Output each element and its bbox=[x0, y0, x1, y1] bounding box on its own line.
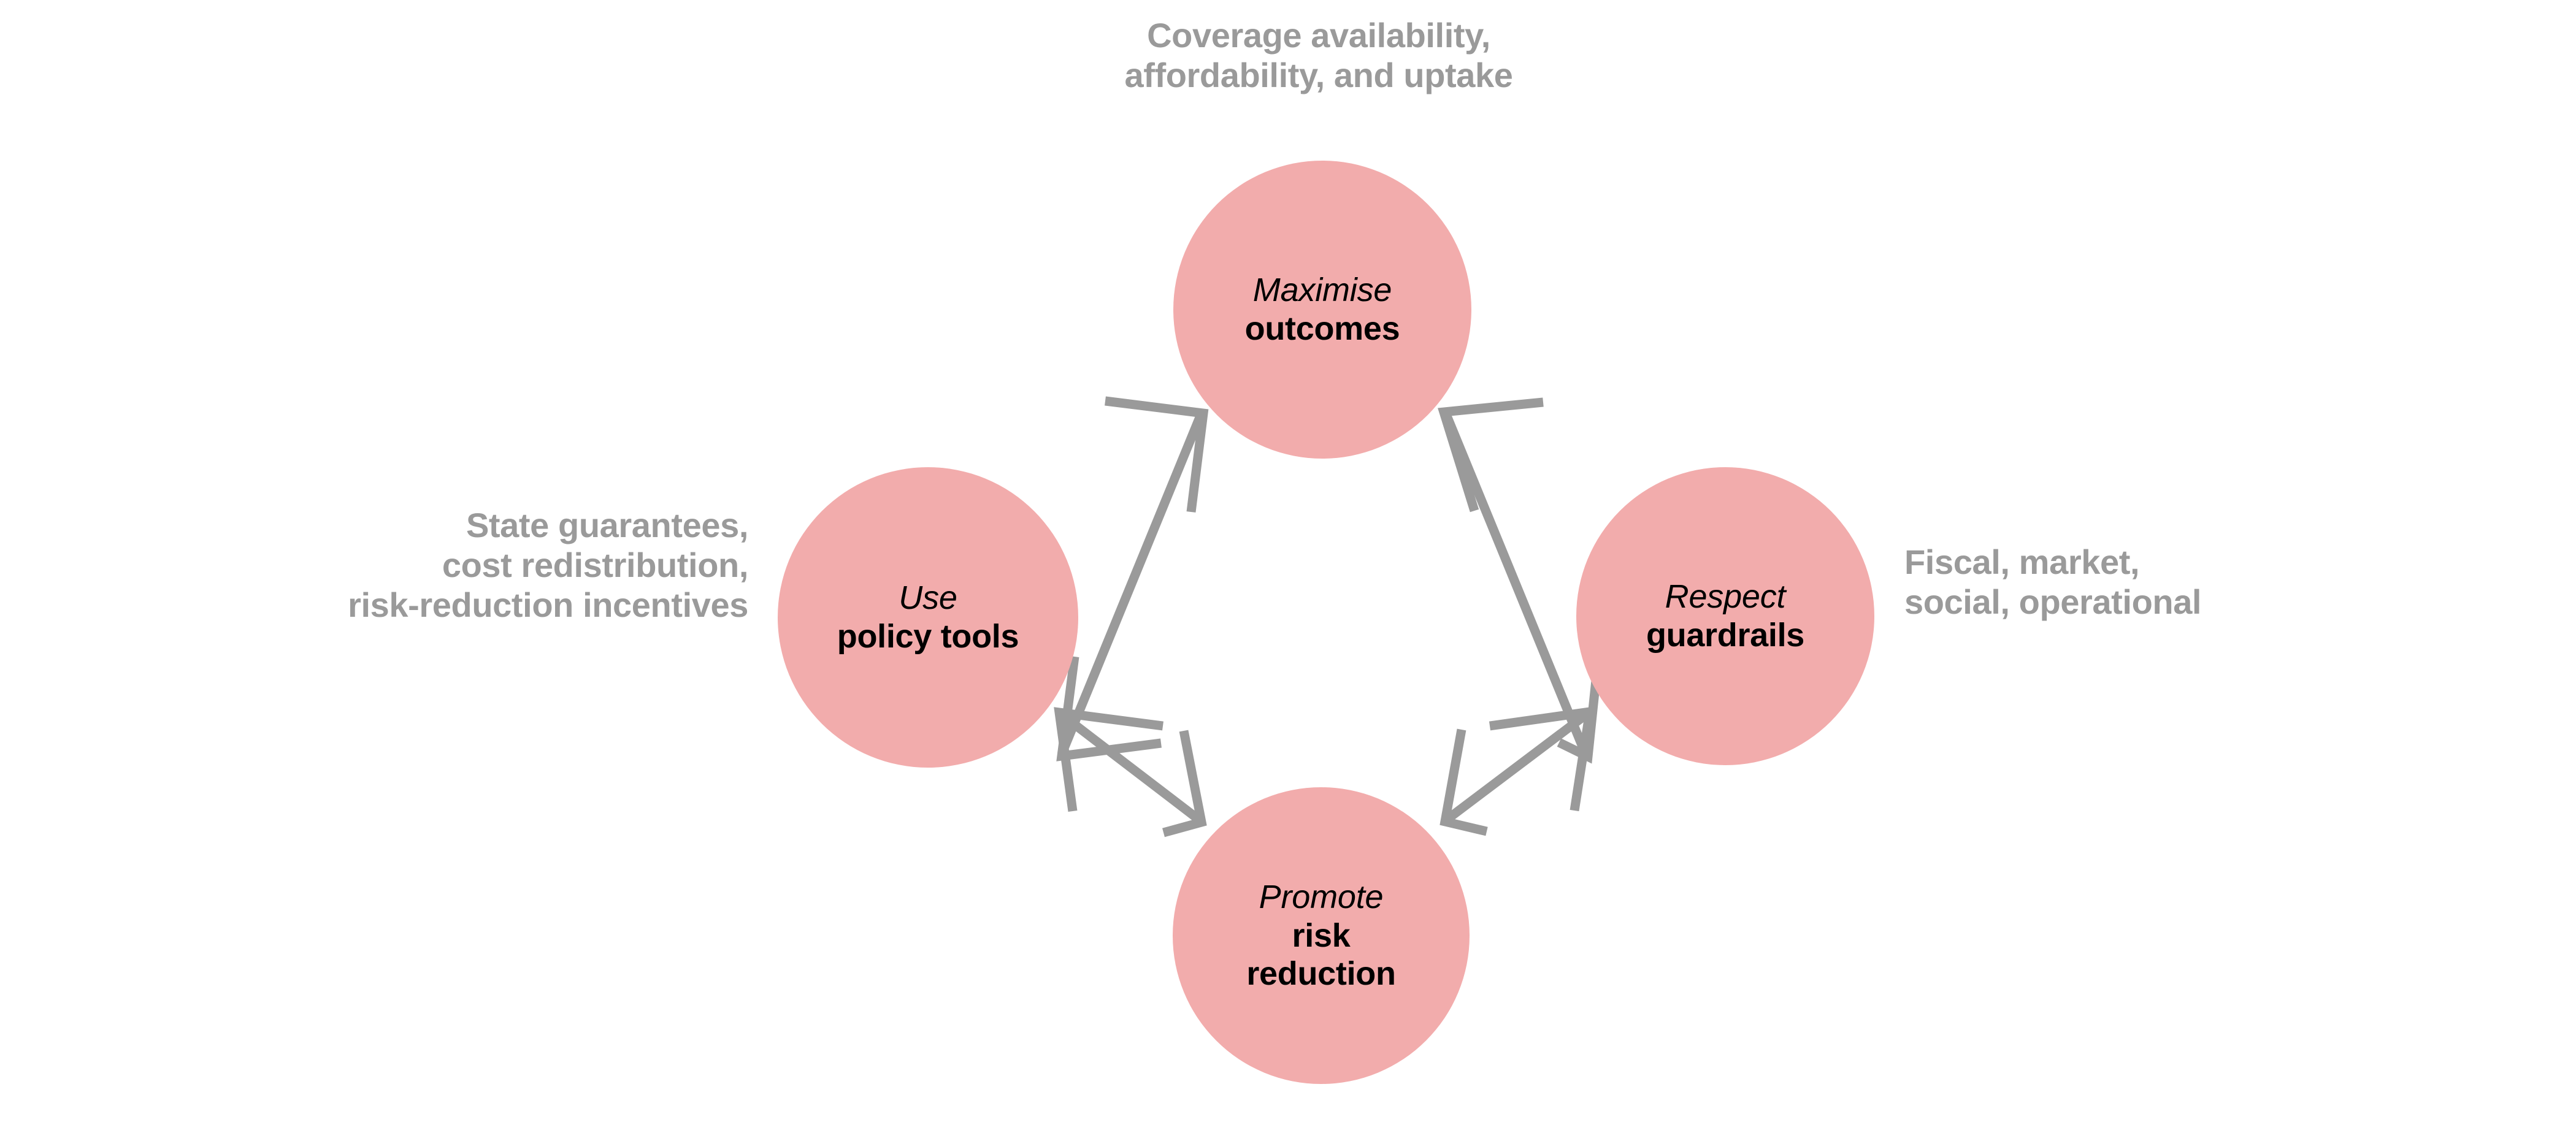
node-left-verb: Use bbox=[899, 579, 957, 617]
caption-coverage: Coverage availability, affordability, an… bbox=[1124, 16, 1513, 94]
caption-fiscal-market: Fiscal, market, social, operational bbox=[1904, 543, 2202, 621]
connector-top-right bbox=[1438, 397, 1603, 764]
node-bottom-object: risk reduction bbox=[1246, 917, 1396, 993]
node-left-object: policy tools bbox=[837, 618, 1019, 655]
node-top-object: outcomes bbox=[1244, 310, 1400, 347]
node-top-verb: Maximise bbox=[1252, 272, 1392, 309]
node-maximise-outcomes[interactable]: Maximise outcomes bbox=[1173, 161, 1471, 459]
node-use-policy-tools[interactable]: Use policy tools bbox=[778, 467, 1078, 768]
node-right-object: guardrails bbox=[1646, 617, 1805, 654]
node-bottom-verb: Promote bbox=[1259, 879, 1384, 916]
node-respect-guardrails[interactable]: Respect guardrails bbox=[1576, 467, 1874, 765]
connector-left-bottom bbox=[1054, 707, 1207, 838]
node-right-verb: Respect bbox=[1665, 578, 1786, 616]
node-promote-risk-reduction[interactable]: Promote risk reduction bbox=[1173, 787, 1470, 1084]
connector-left-top bbox=[1056, 396, 1209, 761]
caption-state-guarantees: State guarantees, cost redistribution, r… bbox=[348, 506, 748, 624]
connector-bottom-right bbox=[1439, 706, 1595, 836]
